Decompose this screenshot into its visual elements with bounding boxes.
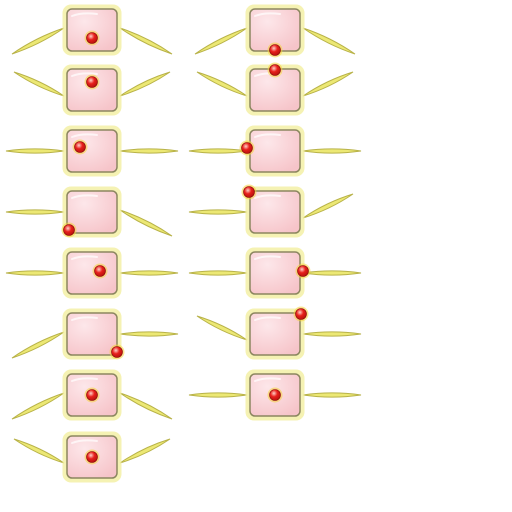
body-shine — [71, 316, 98, 321]
body-shine — [71, 72, 98, 77]
body — [66, 312, 118, 356]
body — [66, 190, 118, 234]
right-wing — [119, 392, 173, 420]
body-shine — [254, 133, 281, 138]
eye — [241, 142, 253, 154]
left-wing — [188, 148, 248, 154]
body-shine — [71, 255, 98, 260]
body — [249, 190, 301, 234]
eye — [295, 308, 307, 320]
right-wing — [119, 209, 173, 237]
left-wing — [5, 209, 65, 215]
body-glow — [62, 308, 122, 360]
body-shine — [71, 133, 98, 138]
left-wing — [5, 148, 65, 154]
eye — [111, 346, 123, 358]
body-shine — [71, 439, 98, 444]
left-wing — [11, 392, 65, 420]
body — [66, 68, 118, 112]
right-wing — [302, 71, 354, 97]
right-wing — [302, 270, 362, 276]
eye — [94, 265, 106, 277]
body — [249, 312, 301, 356]
sprite-frame-4 — [185, 62, 365, 120]
left-wing — [188, 392, 248, 398]
eye — [269, 44, 281, 56]
right-wing — [119, 331, 179, 337]
left-wing — [196, 71, 248, 97]
sprite-frame-8 — [185, 184, 365, 242]
body — [66, 251, 118, 295]
body — [66, 8, 118, 52]
body-shine — [71, 377, 98, 382]
eye — [86, 451, 98, 463]
eye — [269, 389, 281, 401]
body-shine — [254, 12, 281, 17]
eye — [86, 389, 98, 401]
right-wing — [119, 71, 171, 97]
left-wing — [194, 27, 248, 55]
eye — [243, 186, 255, 198]
right-wing — [302, 193, 354, 219]
body-shine — [71, 194, 98, 199]
body-glow — [245, 369, 305, 421]
left-wing — [188, 209, 248, 215]
left-wing — [11, 331, 65, 359]
sprite-frame-3 — [2, 64, 182, 120]
body-shine — [254, 255, 281, 260]
body-glow — [62, 125, 122, 177]
sprite-frame-7 — [2, 186, 182, 242]
sprite-frame-6 — [185, 125, 365, 181]
body-glow — [62, 64, 122, 116]
body-glow — [62, 4, 122, 56]
right-wing — [119, 27, 173, 55]
sprite-frame-13 — [2, 369, 182, 425]
sprite-frame-12 — [185, 306, 365, 364]
body-shine — [71, 12, 98, 17]
body-glow — [62, 186, 122, 238]
eye — [297, 265, 309, 277]
left-wing — [5, 270, 65, 276]
sprite-frame-14 — [185, 369, 365, 425]
left-wing — [13, 71, 65, 97]
sprite-frame-11 — [2, 308, 182, 364]
body-glow — [62, 431, 122, 483]
right-wing — [302, 27, 356, 55]
eye — [86, 32, 98, 44]
left-wing — [11, 27, 65, 55]
left-wing — [13, 438, 65, 464]
right-wing — [302, 331, 362, 337]
body-shine — [254, 316, 281, 321]
left-wing — [188, 270, 248, 276]
body-shine — [254, 194, 281, 199]
sprite-frame-2 — [185, 4, 365, 60]
eye — [63, 224, 75, 236]
right-wing — [119, 148, 179, 154]
sprite-frame-9 — [2, 247, 182, 303]
sprite-frame-1 — [2, 4, 182, 60]
body-shine — [254, 377, 281, 382]
eye — [269, 64, 281, 76]
body-glow — [245, 186, 305, 238]
right-wing — [302, 148, 362, 154]
eye — [86, 76, 98, 88]
right-wing — [302, 392, 362, 398]
right-wing — [119, 438, 171, 464]
left-wing — [196, 315, 248, 341]
right-wing — [119, 270, 179, 276]
body-glow — [245, 308, 305, 360]
body-glow — [62, 369, 122, 421]
sprite-frame-15 — [2, 431, 182, 487]
body-glow — [62, 247, 122, 299]
sprite-frame-5 — [2, 125, 182, 181]
sprite-frame-10 — [185, 247, 365, 303]
eye — [74, 141, 86, 153]
